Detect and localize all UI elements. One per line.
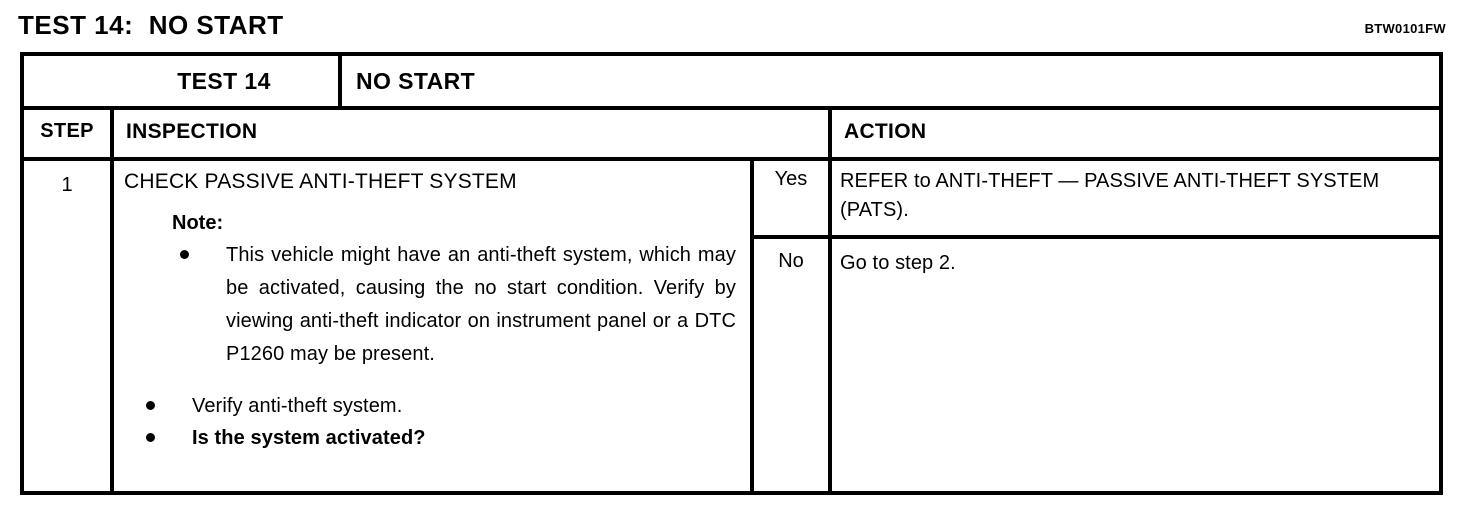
note-label: Note:: [172, 212, 224, 234]
table-rule-vertical: [828, 106, 832, 495]
header-test-number: TEST 14: [177, 67, 271, 94]
answer-label-yes[interactable]: Yes: [774, 168, 808, 190]
bullet-dot-icon: [180, 250, 189, 259]
column-header-action: ACTION: [844, 119, 927, 143]
document-code: BTW0101FW: [1364, 21, 1446, 36]
spacer: [124, 373, 736, 391]
header-test-title: NO START: [356, 67, 476, 94]
answer-label-no[interactable]: No: [778, 250, 804, 272]
note-bullet-item: This vehicle might have an anti-theft sy…: [124, 239, 736, 371]
note-bullet-text: This vehicle might have an anti-theft sy…: [226, 244, 736, 365]
table-rule-horizontal: [24, 106, 1439, 110]
action-bullet-text: Verify anti-theft system.: [192, 395, 403, 417]
action-bullet-item: Is the system activated?: [124, 423, 736, 453]
table-row-step-number: 1: [61, 173, 73, 196]
diagnostic-table: TEST 14 NO START STEP INSPECTION ACTION …: [20, 52, 1443, 495]
column-header-step: STEP: [40, 120, 94, 142]
table-rule-vertical: [750, 157, 754, 495]
table-rule-yesno-divider: [750, 235, 1439, 239]
column-header-inspection: INSPECTION: [126, 119, 258, 143]
action-text-no[interactable]: Go to step 2.: [840, 252, 956, 274]
bullet-dot-icon: [146, 401, 155, 410]
table-row-inspection-cell: CHECK PASSIVE ANTI-THEFT SYSTEM Note: Th…: [114, 157, 746, 495]
inspection-heading: CHECK PASSIVE ANTI-THEFT SYSTEM: [124, 170, 517, 193]
action-bullet-question: Is the system activated?: [192, 427, 426, 449]
action-bullet-item: Verify anti-theft system.: [124, 391, 736, 421]
bullet-dot-icon: [146, 433, 155, 442]
table-rule-vertical: [338, 56, 342, 106]
table-rule-horizontal: [24, 157, 1439, 161]
action-text-yes[interactable]: REFER to ANTI-THEFT — PASSIVE ANTI-THEFT…: [840, 170, 1380, 221]
table-rule-vertical: [110, 106, 114, 495]
page-title: TEST 14: NO START: [18, 10, 284, 40]
